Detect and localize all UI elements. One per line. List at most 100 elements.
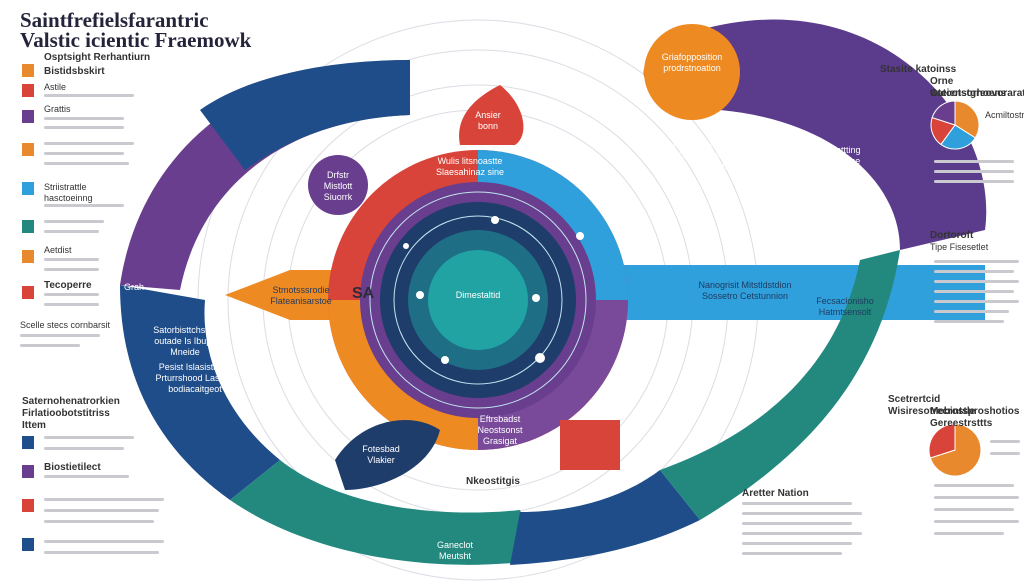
right-text-line: [934, 520, 1019, 523]
orange-bubble-label: Griafopposition prodrstnoation: [661, 52, 723, 73]
navy-band-label-2: Pesist Islasistaner Prturrshood Lasdde b…: [155, 362, 235, 394]
pie-slice: [929, 423, 982, 477]
center-label: Dimestaltid: [455, 290, 501, 300]
left-lower-header-3: Ittem: [22, 420, 46, 431]
orange-bubble-shape: [644, 24, 740, 120]
ring-center: [428, 250, 528, 350]
right-text-line: [990, 440, 1020, 443]
legend-text-line: [44, 230, 99, 233]
orange-lower-label: Eftrsbadst Neostsonst Grasigat: [477, 414, 523, 446]
teal-small-label: Nkeostitgis: [466, 476, 520, 487]
outer-orbit: [369, 191, 587, 409]
pie-chart-2: [928, 423, 982, 477]
lower-text-line: [44, 551, 159, 554]
legend-swatch: [22, 286, 34, 299]
right-top-label: Stasite katoinss: [880, 64, 957, 75]
pie-slice: [928, 423, 956, 459]
legend-text-line: [44, 94, 134, 97]
right-section2-sub: Tipe Fisesetlet: [930, 242, 989, 252]
lower-swatch: [22, 436, 34, 449]
legend-label: Tecoperre: [44, 280, 92, 291]
red-petal: [459, 85, 524, 145]
bottom-text-line: [742, 552, 842, 555]
right-text-line: [934, 160, 1014, 163]
legend-text-line: [44, 204, 124, 207]
right-section3: Scetrertcid Wisiresotrecrostle: [888, 394, 976, 417]
navy-petal-label: Fotesbad Vlakier: [362, 444, 400, 465]
teal-band-label: Ganeclot Meutsht: [436, 540, 474, 561]
orbit-node: [416, 291, 424, 299]
legend-text-line: [44, 258, 99, 261]
orange-arrow-label: Stmotsssrodie Flateanisarstoe: [270, 285, 332, 306]
cyan-band-label: Nanogrisit Mitstldstdion Sossetro Cetstu…: [698, 280, 792, 301]
left-note: Scelle stecs cornbarsit: [20, 320, 111, 330]
cyan-box-label: Fecsaclonisho Hatmtsensolt: [816, 296, 874, 317]
red-band-label: Wulis litsnoastte Slaesahinaz sine: [435, 156, 505, 177]
right-text-line: [934, 270, 1014, 273]
purple-bubble-label: Drfstr Mistlott Siuorrk: [323, 170, 353, 202]
orbit-node: [532, 294, 540, 302]
right-text-line: [990, 452, 1020, 455]
lower-text-line: [44, 520, 154, 523]
legend-text-line: [44, 162, 129, 165]
right-text-line: [934, 320, 1004, 323]
right-section2: Dortoroft: [930, 230, 974, 241]
left-lower-header-2: Firlatioobotstitriss: [22, 408, 110, 419]
center-code: SA: [352, 285, 375, 302]
red-block: [560, 420, 620, 470]
purple-top-line2: Cosvetrnen prwve retrnselcl: [678, 150, 752, 171]
right-bottom-label: Aretter Nation: [742, 488, 809, 499]
bottom-text-line: [742, 532, 862, 535]
outer-navy-ring: [200, 60, 410, 170]
left-header-1: Osptsight Rerhantiurn: [44, 52, 151, 63]
legend-swatch: [22, 110, 34, 123]
left-header-2: Bistidsbskirt: [44, 66, 105, 77]
navy-petal: [335, 420, 440, 490]
lower-text-line: [44, 475, 129, 478]
pie-slice: [931, 100, 956, 126]
right-header: Orne wteienstgreovorarat: [930, 76, 1024, 99]
left-lower-header-1: Saternohenatrorkien: [22, 396, 120, 407]
title-line-1: Saintfrefielsfarantric: [20, 8, 209, 32]
right-text-line: [934, 496, 1019, 499]
teal-swoosh: [660, 250, 900, 520]
orbit-node: [441, 356, 449, 364]
legend-swatch: [22, 220, 34, 233]
legend-label: Astile: [44, 82, 67, 92]
title-line-2: Valstic icientic Fraemowk: [20, 28, 252, 52]
right-text-line: [934, 260, 1019, 263]
navy-band-label: Satorbisttchsbw outade Is Ibups Mneide: [153, 325, 217, 357]
purple-right-label: Sassol Caeleontrustion: [780, 236, 894, 248]
legend-label: Grattis: [44, 104, 71, 114]
legend-swatch: [22, 64, 34, 77]
lower-swatch: [22, 465, 34, 478]
lower-swatch: [22, 538, 34, 551]
gray-label: Grah: [124, 282, 145, 292]
lower-text-line: [44, 436, 134, 439]
legend-text-line: [44, 152, 124, 155]
orbit-node: [403, 243, 409, 249]
orbit-node: [535, 353, 545, 363]
note-line: [20, 334, 100, 337]
orbit-node: [576, 232, 584, 240]
purple-top-line3: Greeisettting Cossnouttne Saioste: [809, 145, 861, 177]
legend-label: Striistrattle hasctoeinng: [44, 182, 93, 203]
lower-text-line: [44, 540, 164, 543]
right-text-line: [934, 532, 1004, 535]
right-text-line: [934, 310, 1009, 313]
legend-text-line: [44, 303, 99, 306]
right-text-line: [934, 484, 1014, 487]
legend-swatch: [22, 182, 34, 195]
bottom-text-line: [742, 512, 862, 515]
purple-bubble-shape: [308, 155, 368, 215]
navy-band-shape: [120, 285, 280, 500]
note-line: [20, 344, 80, 347]
teal-band-shape: [230, 460, 540, 565]
legend-text-line: [44, 293, 99, 296]
red-petal-label: Ansier bonn: [475, 110, 501, 131]
legend-text-line: [44, 220, 104, 223]
legend-label: Aetdist: [44, 245, 72, 255]
pie-slice: [940, 124, 976, 150]
pie-note: Acmiltostrs: [985, 110, 1024, 120]
